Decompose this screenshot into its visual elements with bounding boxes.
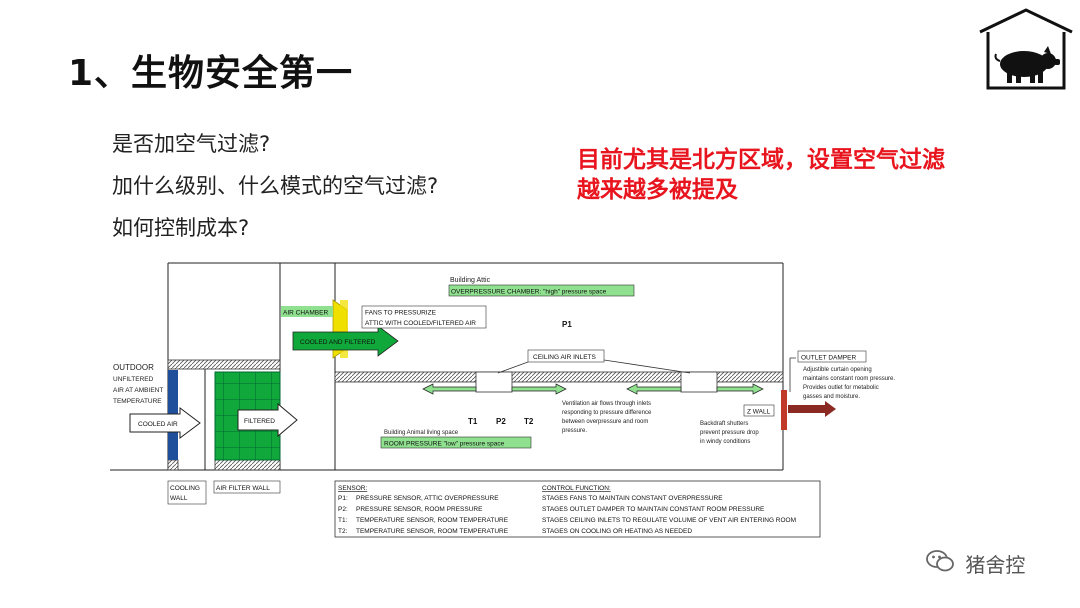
fans-label-box	[361, 305, 487, 329]
backdraft-note-3: in windy conditions	[700, 439, 750, 445]
living-space-label: Building Animal living space	[384, 430, 459, 436]
sensor-desc: PRESSURE SENSOR, ATTIC OVERPRESSURE	[356, 495, 499, 502]
highlight-line-2: 越来越多被提及	[577, 177, 738, 203]
outdoor-label-3: AIR AT AMBIENT	[113, 387, 163, 394]
sensor-desc: PRESSURE SENSOR, ROOM PRESSURE	[356, 506, 483, 513]
backdraft-note-2: prevent pressure drop	[700, 430, 759, 436]
sensor-legend-box	[334, 480, 821, 538]
outlet-note-2: maintains constant room pressure.	[803, 376, 895, 382]
ceiling-slab-left	[167, 359, 281, 370]
sensor-control: STAGES CEILING INLETS TO REGULATE VOLUME…	[542, 517, 796, 524]
room-pressure-label-bg	[380, 436, 532, 449]
air-chamber-label: AIR CHAMBER	[283, 310, 328, 317]
ceiling-inlet-right	[680, 371, 718, 393]
cooling-wall-label-2: WALL	[170, 495, 188, 502]
cooled-filtered-arrow	[292, 325, 399, 357]
filter-base	[214, 459, 281, 471]
ventilation-note-4: pressure.	[562, 428, 587, 434]
cooling-base	[167, 459, 179, 471]
sensor-code: P1:	[338, 495, 348, 502]
pig-house-logo	[976, 6, 1076, 98]
ventilation-note-2: responding to pressure difference	[562, 410, 652, 416]
air-chamber-label-bg	[281, 306, 333, 317]
sensor-header: SENSOR:	[338, 485, 367, 492]
ceiling-inlets-label-bg	[527, 349, 605, 363]
outlet-damper-label-bg	[797, 350, 867, 363]
outlet-note-4: gasses and moisture.	[803, 394, 860, 400]
t1-label: T1	[468, 417, 478, 426]
sensor-code: P2:	[338, 506, 348, 513]
z-wall-label: Z WALL	[747, 409, 771, 416]
p2-label: P2	[496, 417, 506, 426]
outlet-note-3: Provides outlet for metabolic	[803, 385, 879, 391]
outdoor-label-2: UNFILTERED	[113, 376, 154, 383]
wechat-icon	[925, 548, 955, 579]
outlet-note-1: Adjustible curtain opening	[803, 367, 872, 373]
question-1: 是否加空气过滤?	[112, 132, 271, 156]
z-wall-label-bg	[743, 404, 775, 417]
outdoor-label-1: OUTDOOR	[113, 363, 154, 372]
sensor-desc: TEMPERATURE SENSOR, ROOM TEMPERATURE	[356, 528, 509, 535]
page-title: 1、生物安全第一	[68, 53, 354, 94]
question-3: 如何控制成本?	[112, 216, 250, 240]
air-filter-wall-label: AIR FILTER WALL	[216, 485, 270, 492]
sensor-control: STAGES ON COOLING OR HEATING AS NEEDED	[542, 528, 692, 535]
filtered-label: FILTERED	[244, 418, 275, 425]
filtered-arrow	[237, 402, 298, 438]
pig-icon	[994, 46, 1060, 83]
outlet-arrow	[788, 401, 836, 417]
cooled-filtered-label: COOLED AND FILTERED	[300, 339, 376, 346]
highlight-line-1: 目前尤其是北方区域，设置空气过滤	[577, 147, 945, 173]
sensor-code: T1:	[338, 517, 348, 524]
sensor-control: STAGES FANS TO MAINTAIN CONSTANT OVERPRE…	[542, 495, 723, 502]
cooled-air-arrow	[129, 407, 201, 439]
sensor-control: STAGES OUTLET DAMPER TO MAINTAIN CONSTAN…	[542, 506, 765, 513]
question-2: 加什么级别、什么模式的空气过滤?	[112, 174, 439, 198]
cooling-wall-label-1: COOLING	[170, 485, 200, 492]
ceiling-inlets-label: CEILING AIR INLETS	[533, 354, 597, 361]
attic-label: Building Attic	[450, 277, 491, 284]
fans-label-2: ATTIC WITH COOLED/FILTERED AIR	[365, 320, 476, 327]
ventilation-note-3: between overpressure and room	[562, 419, 648, 425]
cooling-wall-label-box	[167, 480, 207, 505]
room-pressure-label: ROOM PRESSURE "low" pressure space	[384, 441, 505, 448]
outlet-damper	[781, 390, 787, 430]
sensor-code: T2:	[338, 528, 348, 535]
cooled-air-label: COOLED AIR	[138, 421, 178, 428]
outdoor-label-4: TEMPERATURE	[113, 398, 162, 405]
ceiling-inlet-left	[475, 371, 513, 393]
p1-label: P1	[562, 320, 572, 329]
fans-label-1: FANS TO PRESSURIZE	[365, 310, 437, 317]
overpressure-chamber-label: OVERPRESSURE CHAMBER: "high" pressure sp…	[451, 289, 607, 296]
ceiling-slab	[334, 371, 784, 383]
backdraft-note-1: Backdraft shutters	[700, 421, 748, 427]
sensor-desc: TEMPERATURE SENSOR, ROOM TEMPERATURE	[356, 517, 509, 524]
overpressure-chamber-label-bg	[448, 284, 635, 297]
ventilation-note-1: Ventilation air flows through inlets	[562, 401, 651, 407]
air-filter-wall-label-box	[213, 480, 281, 494]
t2-label: T2	[524, 417, 534, 426]
control-header: CONTROL FUNCTION:	[542, 485, 611, 492]
outlet-damper-label: OUTLET DAMPER	[801, 355, 856, 362]
watermark: 猪舍控	[925, 548, 1025, 579]
watermark-text: 猪舍控	[965, 553, 1026, 577]
inlet-flow-arrows	[422, 383, 764, 395]
